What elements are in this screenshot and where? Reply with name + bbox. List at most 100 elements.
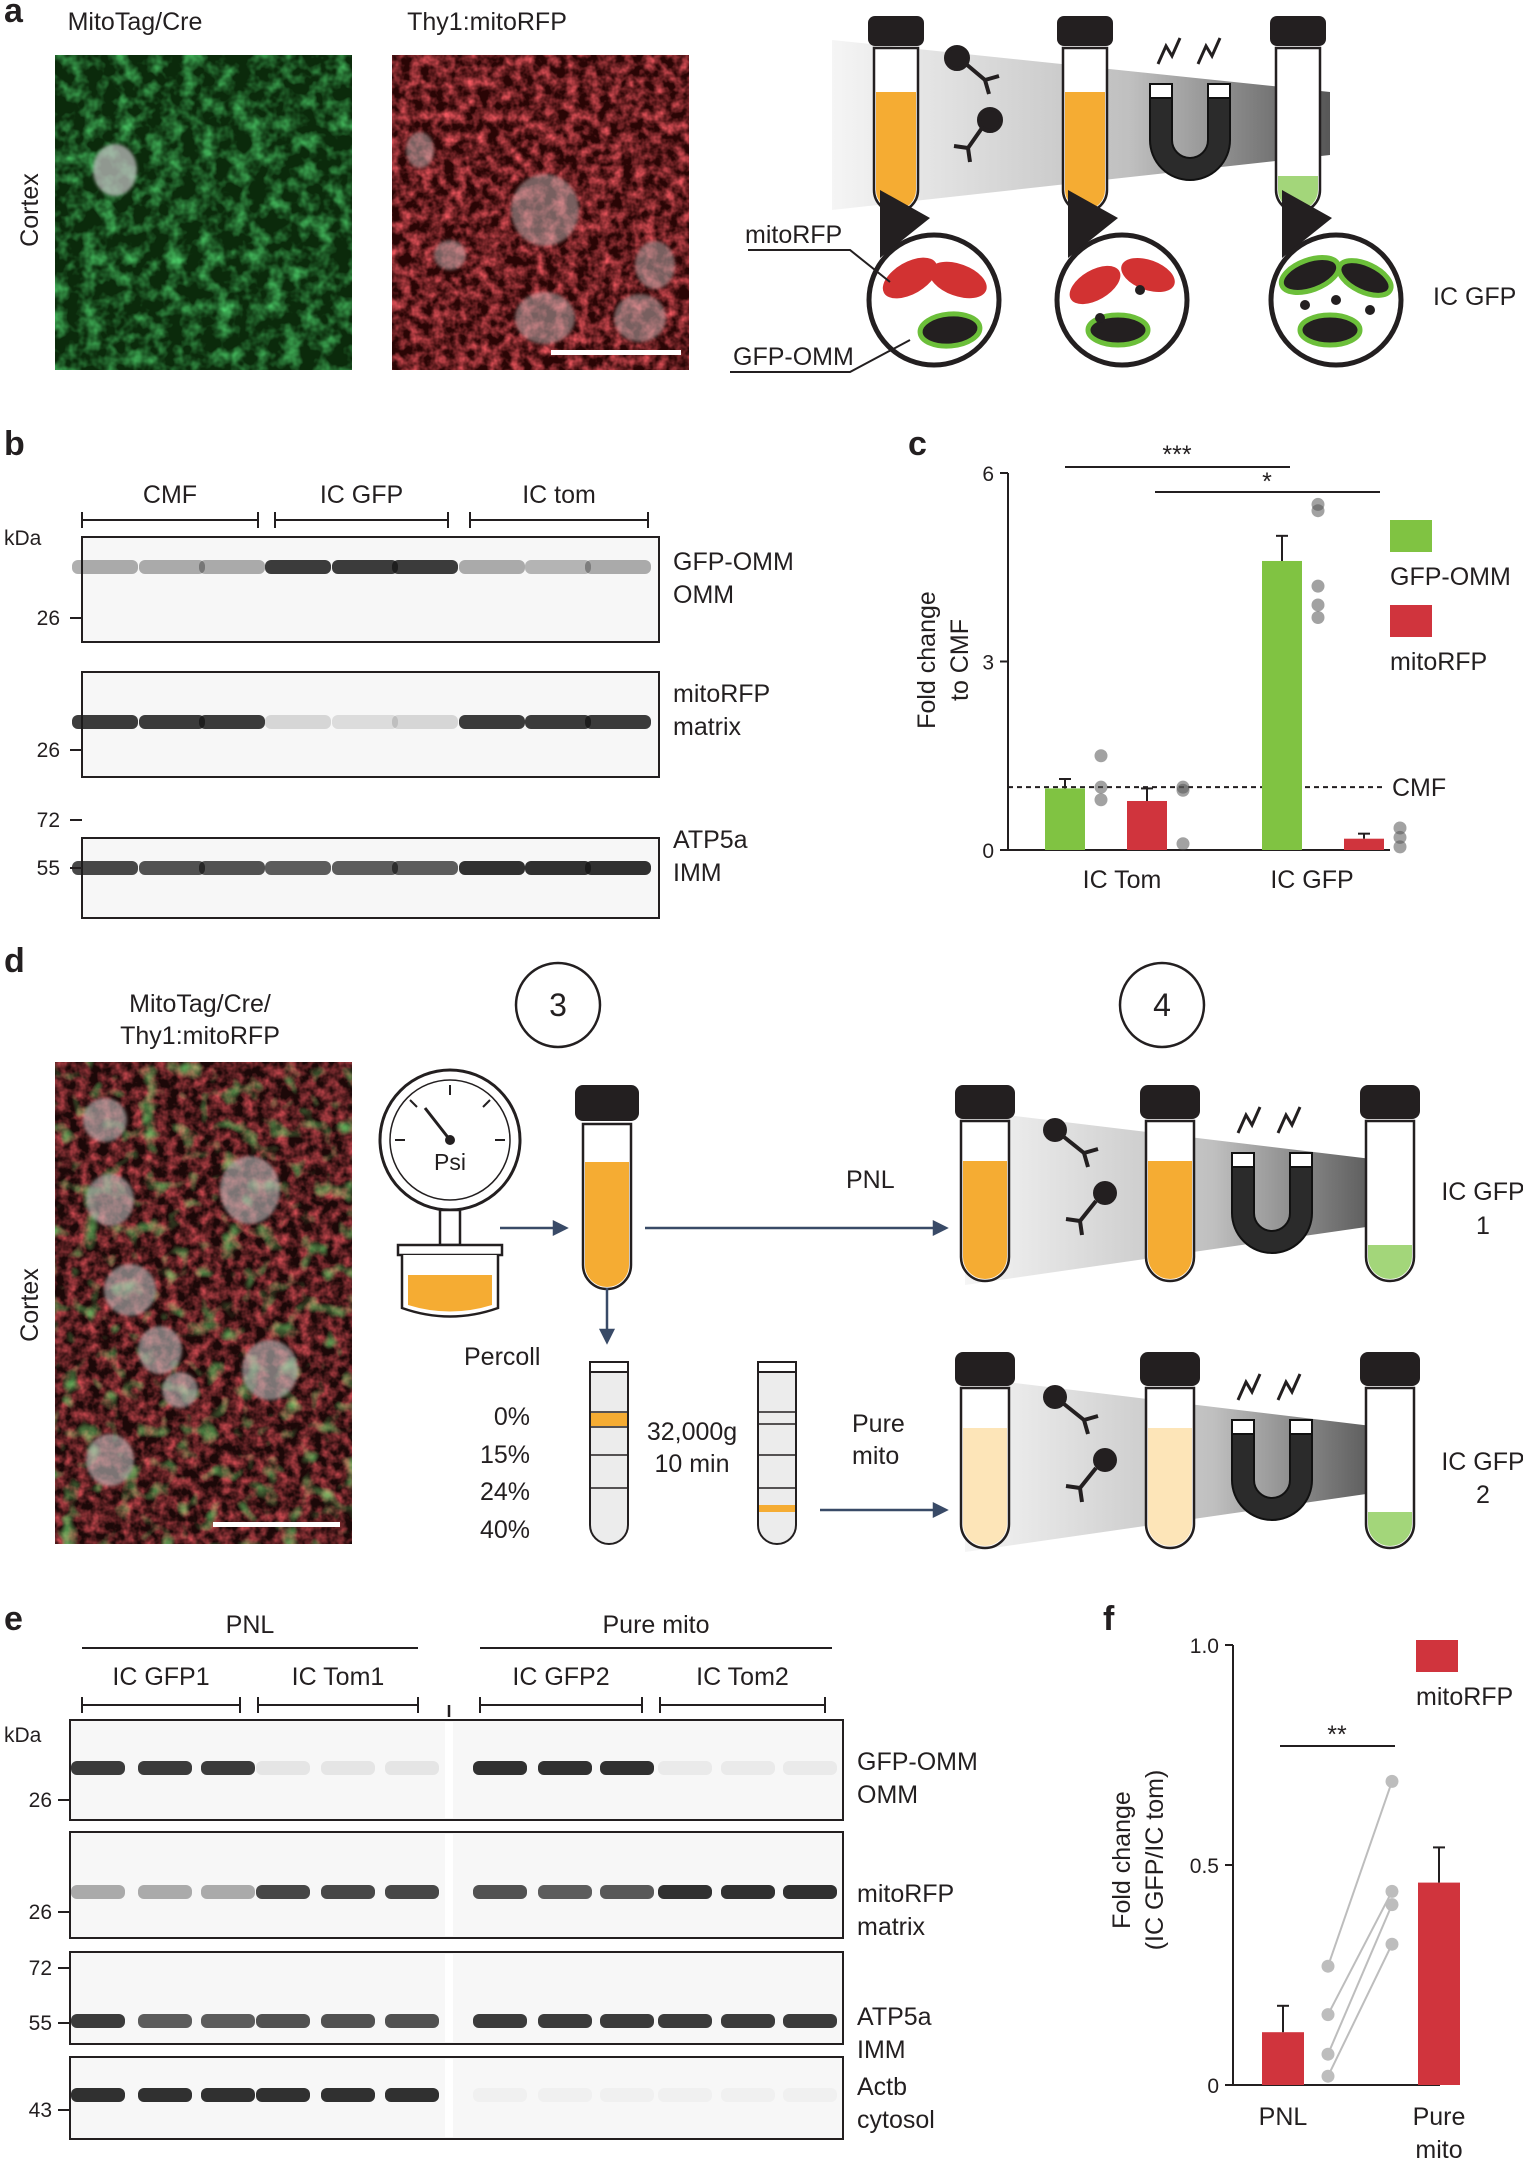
antibody: [1082, 1414, 1099, 1435]
y-axis-label-2: (IC GFP/IC tom): [1141, 1770, 1169, 1951]
blot-name-4: Actb: [857, 2073, 907, 2101]
zoom-circle-3: [1268, 232, 1404, 368]
data-point: [1393, 840, 1407, 854]
band: [459, 715, 525, 729]
tube: [1364, 1119, 1416, 1283]
band: [199, 861, 265, 875]
band: [783, 1885, 837, 1899]
group-label-2: IC GFP: [320, 481, 403, 509]
data-point: [1393, 830, 1407, 844]
band: [658, 1761, 712, 1775]
blot-1: [81, 536, 660, 643]
tube-cap: [1360, 1085, 1420, 1119]
band: [72, 560, 138, 574]
group-label: IC Tom2: [696, 1663, 789, 1691]
band: [321, 2088, 375, 2102]
band: [201, 2088, 255, 2102]
band: [201, 1761, 255, 1775]
band: [265, 715, 331, 729]
tube-2: [1057, 16, 1113, 214]
ic-gfp-1-label-a: IC GFP: [1441, 1178, 1523, 1206]
bar-GFP-OMM-IC Tom: [1045, 788, 1085, 850]
blot-2: [69, 1831, 844, 1939]
blot-sub-1: OMM: [673, 581, 734, 609]
band: [321, 1761, 375, 1775]
band: [525, 560, 591, 574]
band: [321, 2014, 375, 2028]
pure-label-1: Pure: [852, 1410, 905, 1438]
panel-a-schematic: [730, 16, 1404, 373]
spin-speed: 32,000g: [647, 1418, 737, 1446]
pair-line: [1327, 1781, 1393, 1967]
band: [525, 715, 591, 729]
data-point: [1321, 2047, 1335, 2061]
percoll-24: 24%: [480, 1478, 530, 1506]
band: [385, 1761, 439, 1775]
data-point: [1176, 780, 1190, 794]
tube-cap: [955, 1085, 1015, 1119]
ic-gfp-2-label-b: 2: [1476, 1481, 1490, 1509]
micrograph-merged: [55, 1062, 352, 1544]
band: [392, 560, 458, 574]
band: [321, 1885, 375, 1899]
data-point: [1311, 497, 1325, 511]
percoll-label: Percoll: [464, 1343, 540, 1371]
blot-name-3: ATP5a: [857, 2003, 932, 2031]
sig-label-1: ***: [1162, 441, 1191, 469]
scale-bar: [213, 1522, 340, 1527]
blot-gap: [445, 1722, 453, 1818]
panel-label-b: b: [4, 425, 25, 463]
panel-d-row-label: Cortex: [16, 1268, 44, 1342]
magnet-icon: [1231, 1156, 1313, 1254]
panel-label-d: d: [4, 942, 25, 980]
band: [392, 715, 458, 729]
pnl-label: PNL: [846, 1166, 895, 1194]
data-point: [1385, 1937, 1399, 1951]
magnet-field: [1276, 1106, 1302, 1134]
band: [199, 560, 265, 574]
legend-label-gfp: GFP-OMM: [1390, 563, 1511, 591]
legend-swatch: [1416, 1640, 1458, 1672]
bar-Pure mito: [1418, 1882, 1460, 2085]
panel-d-schematic: [378, 961, 1420, 1552]
band: [385, 2088, 439, 2102]
band: [721, 2014, 775, 2028]
band: [71, 2088, 125, 2102]
band: [721, 2088, 775, 2102]
band: [71, 2014, 125, 2028]
panel-label-c: c: [908, 425, 927, 463]
band: [459, 560, 525, 574]
band: [138, 2088, 192, 2102]
group-label: IC GFP2: [512, 1663, 609, 1691]
blot-gap: [445, 1834, 453, 1936]
y-tick-label: 0: [982, 840, 994, 863]
band: [538, 2014, 592, 2028]
psi-label: Psi: [434, 1149, 466, 1175]
step-4-number: 4: [1153, 987, 1171, 1023]
band: [138, 1885, 192, 1899]
antibody: [1065, 1217, 1084, 1236]
band: [783, 2014, 837, 2028]
band: [600, 1761, 654, 1775]
blot-3: [81, 837, 660, 919]
pair-line: [1327, 1890, 1393, 2016]
marker-kda: 55: [29, 2012, 52, 2035]
y-tick-label: 3: [982, 652, 994, 675]
blot-name-3: ATP5a: [673, 826, 748, 854]
scale-bar: [551, 350, 681, 355]
panel-label-a: a: [4, 0, 24, 30]
bar-GFP-OMM-IC GFP: [1262, 560, 1302, 850]
band: [139, 560, 205, 574]
blot-3: [69, 1951, 844, 2045]
tube-cap: [1140, 1352, 1200, 1386]
band: [721, 1761, 775, 1775]
band: [473, 1761, 527, 1775]
antibody: [1065, 1484, 1084, 1503]
blot-name-1: GFP-OMM: [673, 548, 794, 576]
band: [658, 2014, 712, 2028]
step-3-number: 3: [549, 987, 567, 1023]
x-category-label: Pure: [1413, 2103, 1466, 2131]
tube-liquid: [963, 1161, 1007, 1279]
